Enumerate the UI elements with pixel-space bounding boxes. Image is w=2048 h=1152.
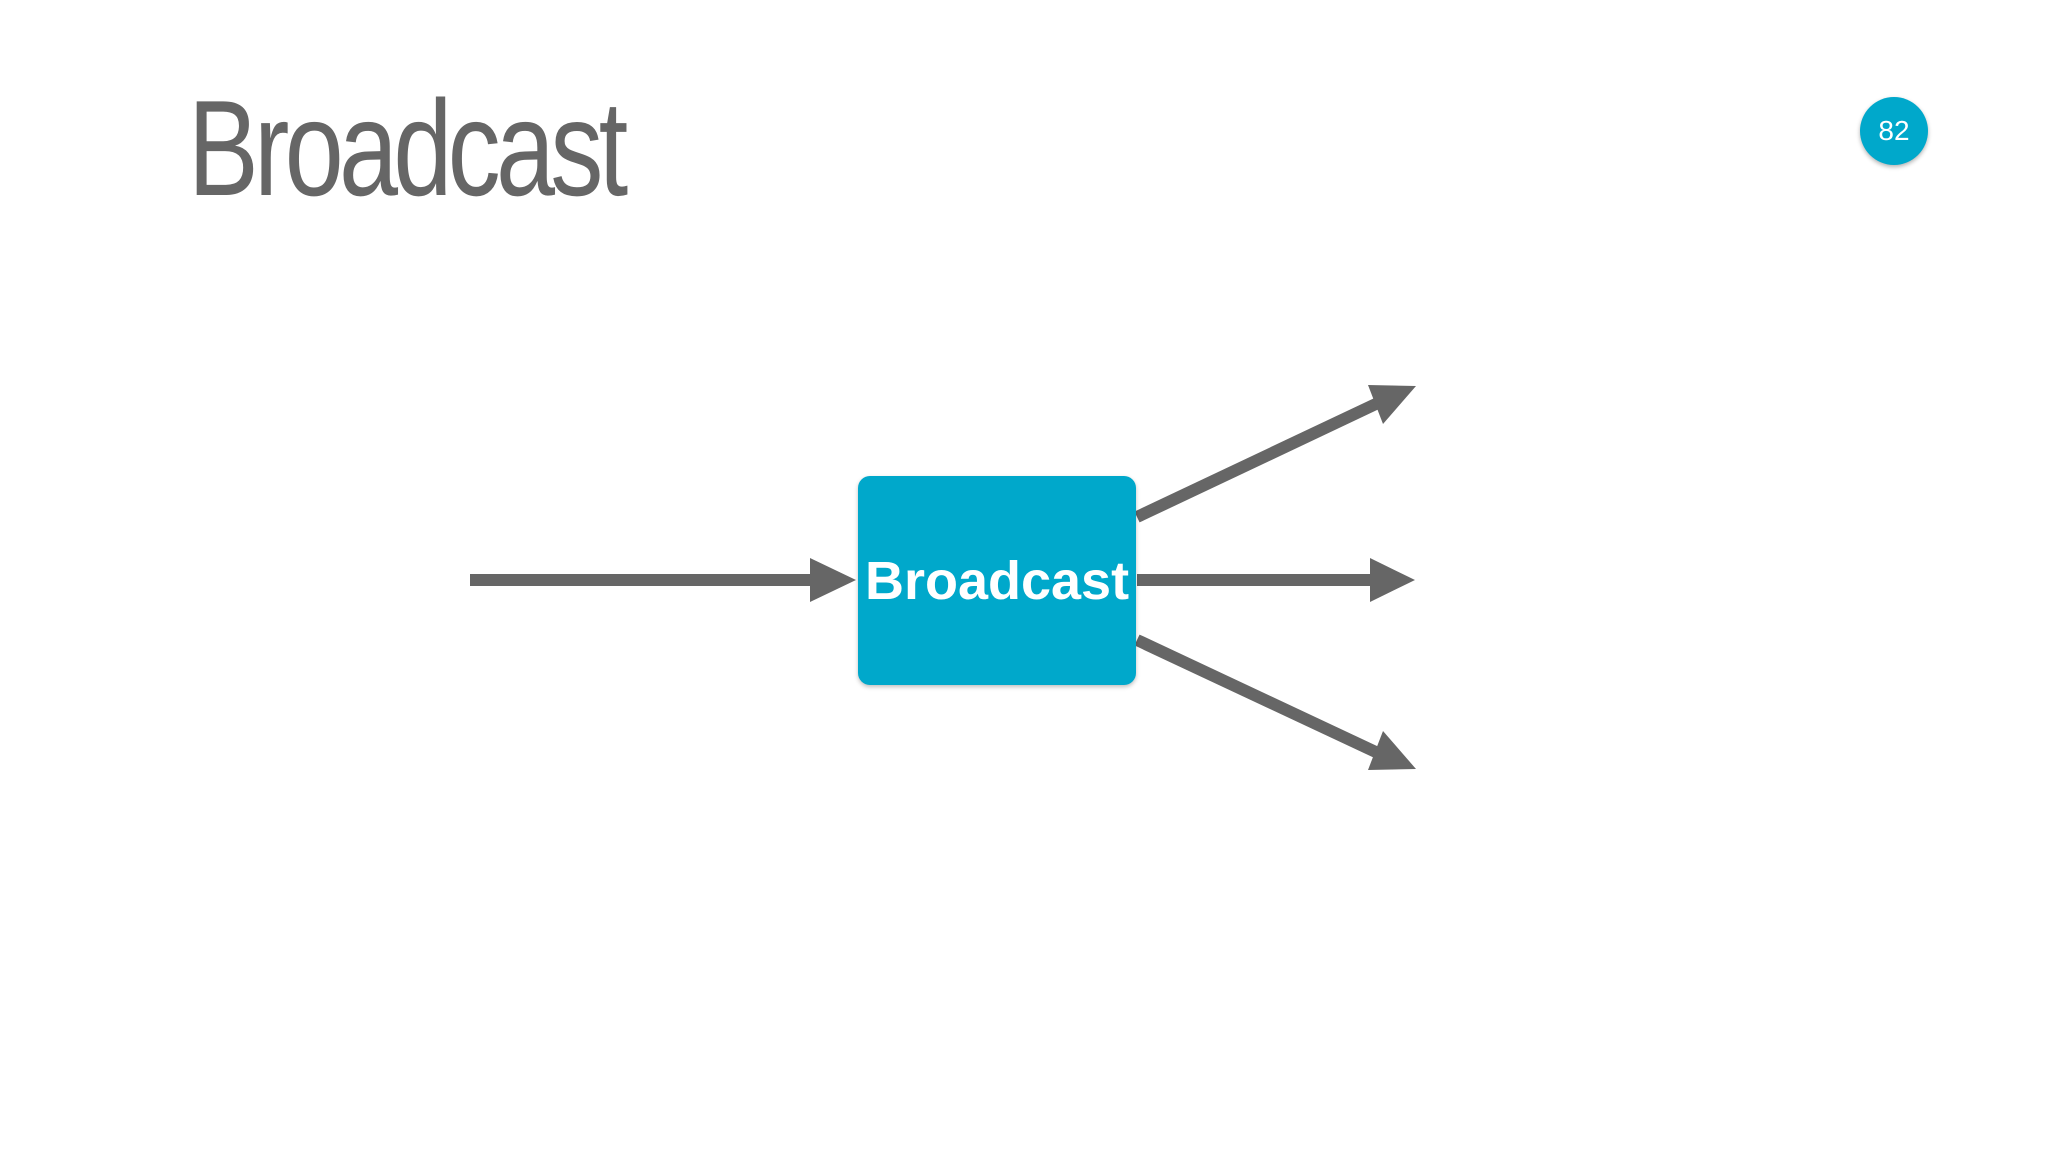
output-arrow-middle: [1137, 558, 1415, 602]
slide-title: Broadcast: [188, 72, 628, 224]
output-arrow-top-head: [1368, 385, 1416, 424]
broadcast-node-label: Broadcast: [864, 550, 1130, 611]
broadcast-node: Broadcast: [858, 476, 1136, 685]
input-arrow: [470, 558, 856, 602]
output-arrow-bottom: [1134, 634, 1416, 770]
output-arrow-bottom-head: [1368, 731, 1416, 770]
output-arrow-bottom-shaft: [1134, 634, 1383, 760]
page-number-badge: 82: [1860, 97, 1928, 165]
output-arrow-middle-head: [1370, 558, 1415, 602]
output-arrow-top: [1134, 385, 1416, 523]
input-arrow-head: [810, 558, 856, 602]
output-arrow-top-shaft: [1134, 396, 1383, 523]
